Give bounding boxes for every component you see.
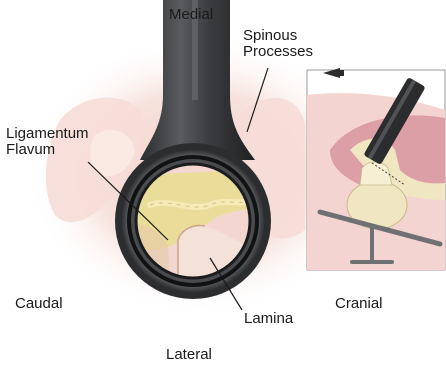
caudal-label: Caudal: [15, 296, 63, 312]
ligamentum-flavum-label: Ligamentum Flavum: [6, 126, 89, 158]
cranial-label: Cranial: [335, 296, 383, 312]
lamina-label: Lamina: [244, 311, 293, 327]
spinous-processes-label: Spinous Processes: [243, 28, 313, 60]
medial-label: Medial: [169, 7, 213, 23]
lateral-label: Lateral: [166, 347, 212, 363]
inset-diagram: [307, 68, 445, 270]
